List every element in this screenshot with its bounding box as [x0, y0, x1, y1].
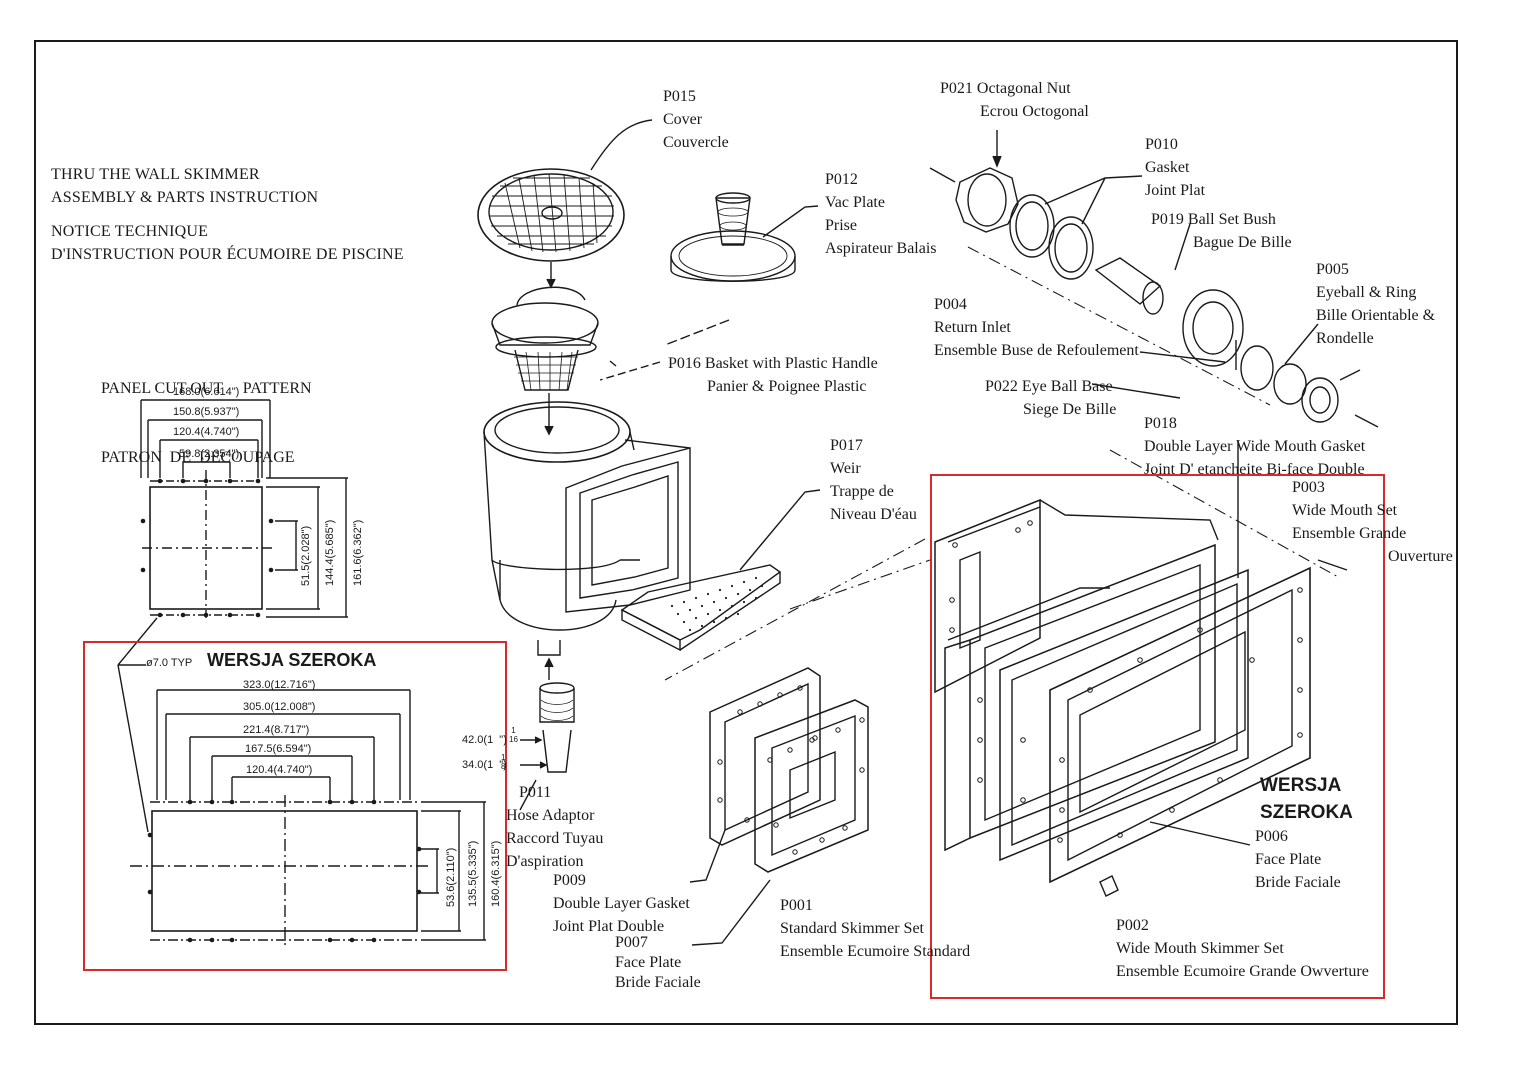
cover-drawing: [477, 119, 653, 289]
dim-wide-h3: 160.4(6.315"): [490, 840, 502, 907]
hole-diameter-typ: ø7.0 TYP: [146, 657, 193, 669]
skimmer-body-drawing: [483, 401, 691, 656]
dim-wide-h2: 135.5(5.335"): [467, 840, 479, 907]
wersja-szeroka-label-left: WERSJA SZEROKA: [207, 650, 377, 670]
dim-wide-h1: 53.6(2.110"): [445, 847, 457, 907]
dim-wide-w1: 323.0(12.716"): [243, 679, 316, 691]
dim-standard-w2: 150.8(5.937"): [173, 406, 240, 418]
highlight-wide-mouth-set: [930, 474, 1385, 999]
dim-wide-w5: 120.4(4.740"): [246, 764, 313, 776]
highlight-wide-cutout: [83, 641, 507, 971]
wide-cutout-pattern: [117, 664, 486, 948]
wide-mouth-assembly-drawing: [934, 440, 1311, 897]
dim-standard-h1: 51.5(2.028"): [300, 525, 312, 586]
dim-wide-w2: 305.0(12.008"): [243, 701, 316, 713]
dim-standard-h2: 144.4(5.685"): [324, 519, 336, 586]
standard-cutout-pattern: [117, 399, 348, 666]
standard-face-plates-drawing: [689, 667, 869, 946]
drawing-frame: [34, 40, 1458, 1025]
title-english: THRU THE WALL SKIMMER ASSEMBLY & PARTS I…: [51, 166, 319, 206]
dim-standard-h3: 161.6(6.362"): [352, 519, 364, 586]
weir-drawing: [620, 489, 821, 652]
basket-drawing: [491, 286, 661, 436]
return-inlet-drawing: [955, 130, 1361, 423]
dim-standard-w4: 59.8(2.354"): [179, 448, 240, 460]
dim-standard-w1: 168.0(6.614"): [173, 386, 240, 398]
title-french: NOTICE TECHNIQUE D'INSTRUCTION POUR ÉCUM…: [51, 223, 404, 263]
dim-hose-34: 34.0(1 "): [462, 759, 507, 771]
vac-plate-drawing: [664, 192, 819, 346]
dim-wide-w4: 167.5(6.594"): [245, 743, 312, 755]
dim-wide-w3: 221.4(8.717"): [243, 724, 310, 736]
dim-standard-w3: 120.4(4.740"): [173, 426, 240, 438]
hose-adaptor-drawing: [519, 657, 575, 811]
cutout-heading: PANEL CUT OUT PATTERN PATRON DE DECOUPAG…: [101, 380, 312, 466]
dim-hose-42: 42.0(1 "): [462, 734, 507, 746]
